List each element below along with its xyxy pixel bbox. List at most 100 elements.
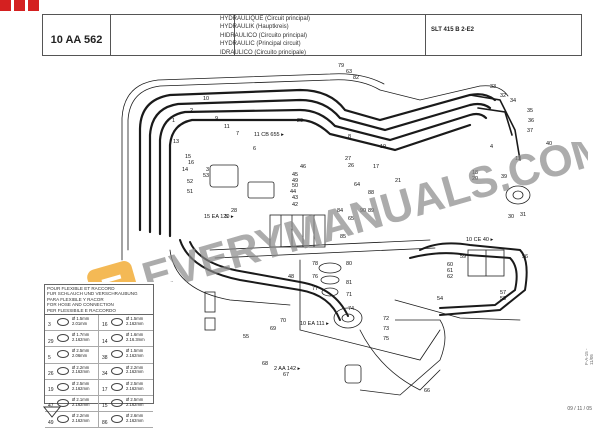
hose-clamp-icon — [57, 350, 69, 359]
callout-number: 59 — [460, 254, 466, 260]
callout-number: 33 — [490, 84, 496, 90]
title-en: HYDRAULIC (Principal circuit) — [220, 41, 301, 48]
callout-number: 3 — [206, 167, 209, 173]
legend-spec-line: Ø 1.5mm — [72, 316, 90, 322]
legend-item-number: 19 — [48, 387, 54, 394]
hose-legend: POUR FLEXIBLE ET RACCORD FUR SCHLAUCH UN… — [44, 284, 154, 429]
slew-motor-hub — [512, 190, 524, 200]
legend-spec-line: Ø 2.5mm — [72, 348, 90, 354]
legend-item-number: 26 — [48, 370, 54, 377]
legend-spec-line: Ø 2.2mm — [72, 413, 90, 419]
callout-number: 82 — [353, 75, 359, 81]
hose-clamp-icon — [111, 398, 123, 407]
bracket-plate-17 — [204, 317, 216, 331]
legend-item-number: 47 — [48, 403, 54, 410]
legend-item-number: 17 — [102, 387, 108, 394]
callout-number: 39 — [501, 174, 507, 180]
brand-squares — [0, 0, 39, 12]
callout-number: 64 — [354, 182, 360, 188]
frame-rail-1 — [209, 239, 431, 251]
callout-number: 42 — [292, 202, 298, 208]
callout-number: 10 — [203, 96, 209, 102]
hose-tip-2 — [477, 107, 513, 136]
legend-spec-line: 2.162mm — [126, 353, 144, 359]
legend-spec-line: 2.06mm — [72, 353, 88, 359]
callout-number: 63 — [346, 69, 352, 75]
callout-number: 31 — [520, 212, 526, 218]
legend-item-number: 49 — [48, 419, 54, 426]
callout-number: 74 — [348, 306, 354, 312]
hose-clamp-icon — [57, 318, 69, 327]
callout-number: 46 — [300, 164, 306, 170]
callout-number: 50 — [292, 183, 298, 189]
hose-main-2 — [148, 98, 492, 234]
callout-number: 7 — [236, 131, 239, 137]
legend-heading-es: PARA FLEXIBLE Y RACOR — [47, 296, 104, 302]
hose-right-2 — [409, 252, 518, 309]
reference-label: 2 AA 142 ▸ — [274, 366, 301, 372]
hose-clamp-icon — [57, 398, 69, 407]
brand-square — [14, 0, 25, 11]
legend-heading: POUR FLEXIBLE ET RACCORD FUR SCHLAUCH UN… — [45, 285, 153, 316]
frame-rail-2 — [214, 247, 436, 259]
control-valve-block — [269, 214, 326, 248]
fitting-block-center — [247, 181, 275, 199]
callout-number: 58 — [500, 296, 506, 302]
callout-number: 8 — [348, 134, 351, 140]
reference-label: 11 CB 655 ▸ — [254, 132, 284, 138]
callout-number: 35 — [527, 108, 533, 114]
legend-spec-line: 2.162mm — [126, 385, 144, 391]
pump-housing — [359, 319, 446, 396]
revision-date: 09 / 11 / 05 — [567, 406, 592, 412]
seal-ring-77 — [321, 287, 339, 297]
callout-number: 43 — [292, 195, 298, 201]
callout-number: 19 — [380, 144, 386, 150]
callout-number: 78 — [312, 261, 318, 267]
slew-motor — [505, 185, 531, 205]
legend-spec-line: Ø 2.1mm — [72, 396, 90, 402]
legend-spec-line: 2.162mm — [72, 385, 90, 391]
callout-number: 15 — [185, 154, 191, 160]
seal-ring-76 — [320, 275, 340, 285]
components — [204, 164, 531, 396]
callout-number: 70 — [280, 318, 286, 324]
frame-rail-3 — [299, 259, 441, 361]
down-arrow-icon[interactable] — [42, 405, 62, 419]
callout-number: 5 — [225, 214, 228, 220]
callout-number: 49 — [292, 178, 298, 184]
legend-heading-en: FOR HOSE AND CONNECTION — [47, 302, 114, 308]
callout-number: 4 — [490, 144, 493, 150]
legend-spec-line: 2.162mm — [72, 369, 90, 375]
callout-number: 55 — [243, 334, 249, 340]
hose-clamp-icon — [57, 366, 69, 375]
callout-number: 81 — [346, 280, 352, 286]
callout-number: 17 — [373, 164, 379, 170]
title-de: HYDRAULIK (Hauptkreis) — [220, 24, 289, 31]
title-es: HIDRAULICO (Circuito principal) — [220, 32, 308, 39]
callout-number: 61 — [447, 268, 453, 274]
callout-number: 28 — [231, 208, 237, 214]
callout-number: 60 — [447, 262, 453, 268]
callout-number: 76 — [312, 274, 318, 280]
callout-number: 69 — [270, 326, 276, 332]
side-reference-code: F-A-15 - 11/05 — [584, 348, 594, 365]
legend-item-number: 16 — [102, 322, 108, 329]
legend-spec-line: Ø 2.2mm — [72, 364, 90, 370]
legend-heading-fr: POUR FLEXIBLE ET RACCORD — [47, 286, 115, 291]
pump-flange — [341, 313, 355, 323]
hose-right-1 — [419, 242, 528, 316]
